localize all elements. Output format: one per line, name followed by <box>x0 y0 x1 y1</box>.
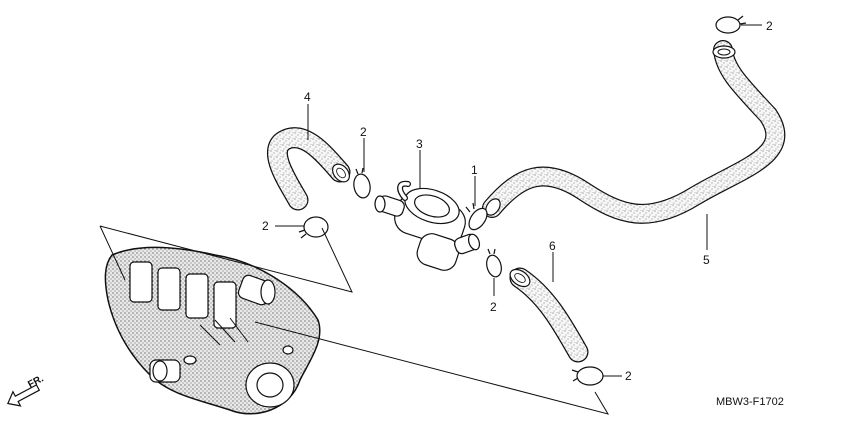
clip-left-lower <box>298 216 329 239</box>
callout-hose-4: 4 <box>304 90 311 104</box>
leader-lines <box>275 24 762 377</box>
callout-clip-top-right: 2 <box>766 19 773 33</box>
callout-clip-left-lower: 2 <box>262 219 269 233</box>
callout-clamp-1: 1 <box>471 163 478 177</box>
cylinder-head-assembly <box>104 246 321 415</box>
callout-clip-right-middle: 2 <box>490 300 497 314</box>
clip-bottom <box>571 366 604 386</box>
callout-hose-5: 5 <box>703 253 710 267</box>
hose-6 <box>509 267 589 363</box>
clip-top-right <box>715 15 747 34</box>
assembly-guide-lines <box>99 225 610 415</box>
clip-right-middle <box>486 248 502 278</box>
hose-4 <box>267 127 351 211</box>
diagram-code: MBW3-F1702 <box>716 396 784 408</box>
air-injection-valve <box>374 180 481 271</box>
clip-left-upper <box>353 167 371 199</box>
clamp-1 <box>465 202 488 231</box>
callout-clip-bottom: 2 <box>625 369 632 383</box>
callout-valve-3: 3 <box>416 137 423 151</box>
callout-hose-6: 6 <box>549 239 556 253</box>
callout-clip-left-upper: 2 <box>360 125 367 139</box>
hose-5 <box>482 40 786 224</box>
front-direction-arrow-icon <box>7 384 41 407</box>
front-direction-label: FR. <box>26 373 46 390</box>
